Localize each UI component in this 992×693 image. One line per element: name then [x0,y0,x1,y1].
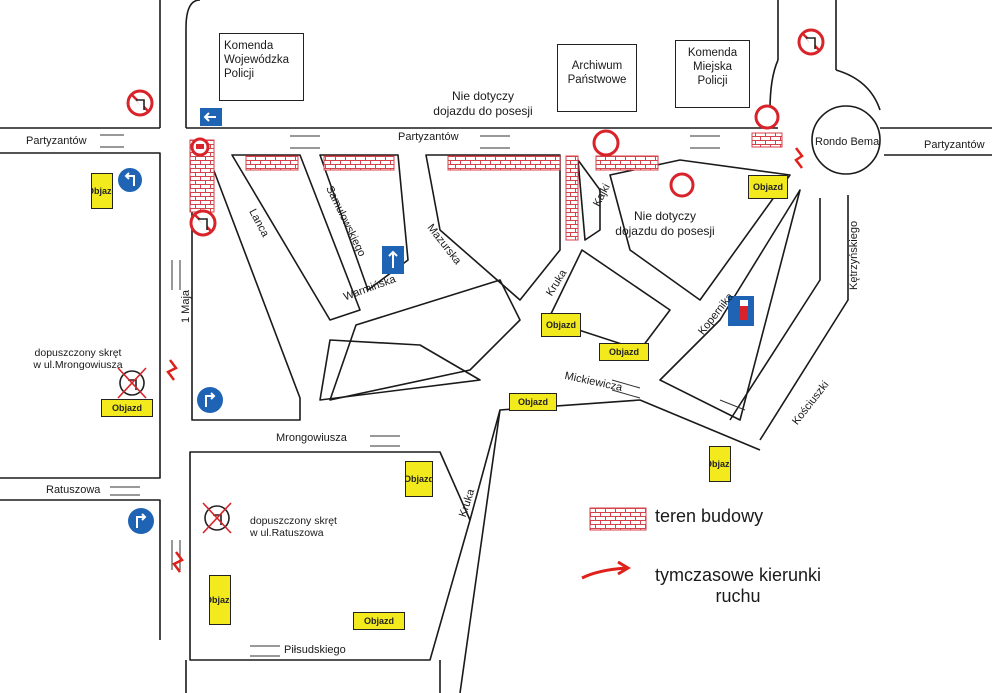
objazd-sign: Objazd [509,393,557,411]
crossed-sign-1 [117,367,147,399]
note-nie-dotyczy-2: Nie dotyczy dojazdu do posesji [600,209,730,239]
no-entry-sign-2 [754,104,780,130]
note-line: w ul.Mrongowiusza [33,359,123,371]
note-line: w ul.Ratuszowa [250,527,324,539]
building-line: Archiwum [571,60,623,72]
no-entry-sign-1 [190,137,210,157]
building-line: Państwowe [567,74,627,86]
no-turn-sign-2 [797,28,825,56]
note-line: dojazdu do posesji [615,224,715,238]
note-line: dopuszczony skręt [34,347,122,359]
objazd-sign: Objazd [353,612,405,630]
objazd-sign: Objazd [209,575,231,625]
street-label-partyzantow-right: Partyzantów [924,139,985,151]
traffic-direction-arrows [100,134,746,657]
note-nie-dotyczy-1: Nie dotyczy dojazdu do posesji [418,89,548,119]
objazd-sign: Objazd [101,399,153,417]
no-entry-sign-4 [669,172,695,198]
objazd-sign: Objazd [709,446,731,482]
objazd-sign: Objazd [748,175,788,199]
no-entry-sign-3 [592,129,620,157]
building-line: Komenda [687,47,738,59]
legend-line: tymczasowe kierunki [655,565,822,585]
street-label-ketrzynskiego: Kętrzyńskiego [848,220,860,290]
building-komenda-miejska: Komenda Miejska Policji [675,40,750,108]
objazd-sign: Objazd [405,461,433,497]
no-turn-sign-3 [189,209,217,237]
street-label-ratuszowa: Ratuszowa [46,484,101,496]
legend-construction-swatch [589,507,647,531]
no-turn-sign-1 [126,89,154,117]
street-label-partyzantow-center: Partyzantów [398,131,459,143]
prohibition-signs [117,28,825,534]
objazd-sign: Objazd [599,343,649,361]
building-line: Miejska [693,61,732,73]
note-line: Nie dotyczy [633,209,697,223]
construction-zones [189,132,783,241]
note-skret-mrongowiusza: dopuszczony skręt w ul.Mrongowiusza [20,347,136,371]
blue-mandatory-signs [118,108,754,534]
note-line: Nie dotyczy [451,89,515,103]
street-label-mrongowiusza: Mrongowiusza [276,432,347,444]
objazd-sign: Objazd [541,313,581,337]
street-label-1-maja: 1 Maja [180,289,192,323]
building-line: Wojewódzka [224,54,289,66]
roundabout-label: Rondo Bema [815,136,880,148]
building-line: Policji [697,75,728,87]
building-komenda-wojewodzka: Komenda Wojewódzka Policji [219,33,304,101]
note-line: dopuszczony skręt [250,515,337,527]
building-archiwum: Archiwum Państwowe [557,44,637,112]
temporary-direction-arrows [166,147,804,580]
note-line: dojazdu do posesji [433,104,533,118]
building-line: Komenda [224,40,274,52]
building-line: Policji [224,68,255,80]
crossed-sign-2 [202,502,232,534]
street-label-partyzantow-left: Partyzantów [26,135,87,147]
objazd-sign: Objazd [91,173,113,209]
legend-temp-label: tymczasowe kierunki ruchu [655,565,821,607]
legend-construction-label: teren budowy [655,506,764,526]
street-label-pilsudskiego: Piłsudskiego [284,644,346,656]
legend-line: ruchu [715,586,761,606]
note-skret-ratuszowa: dopuszczony skręt w ul.Ratuszowa [250,515,360,539]
